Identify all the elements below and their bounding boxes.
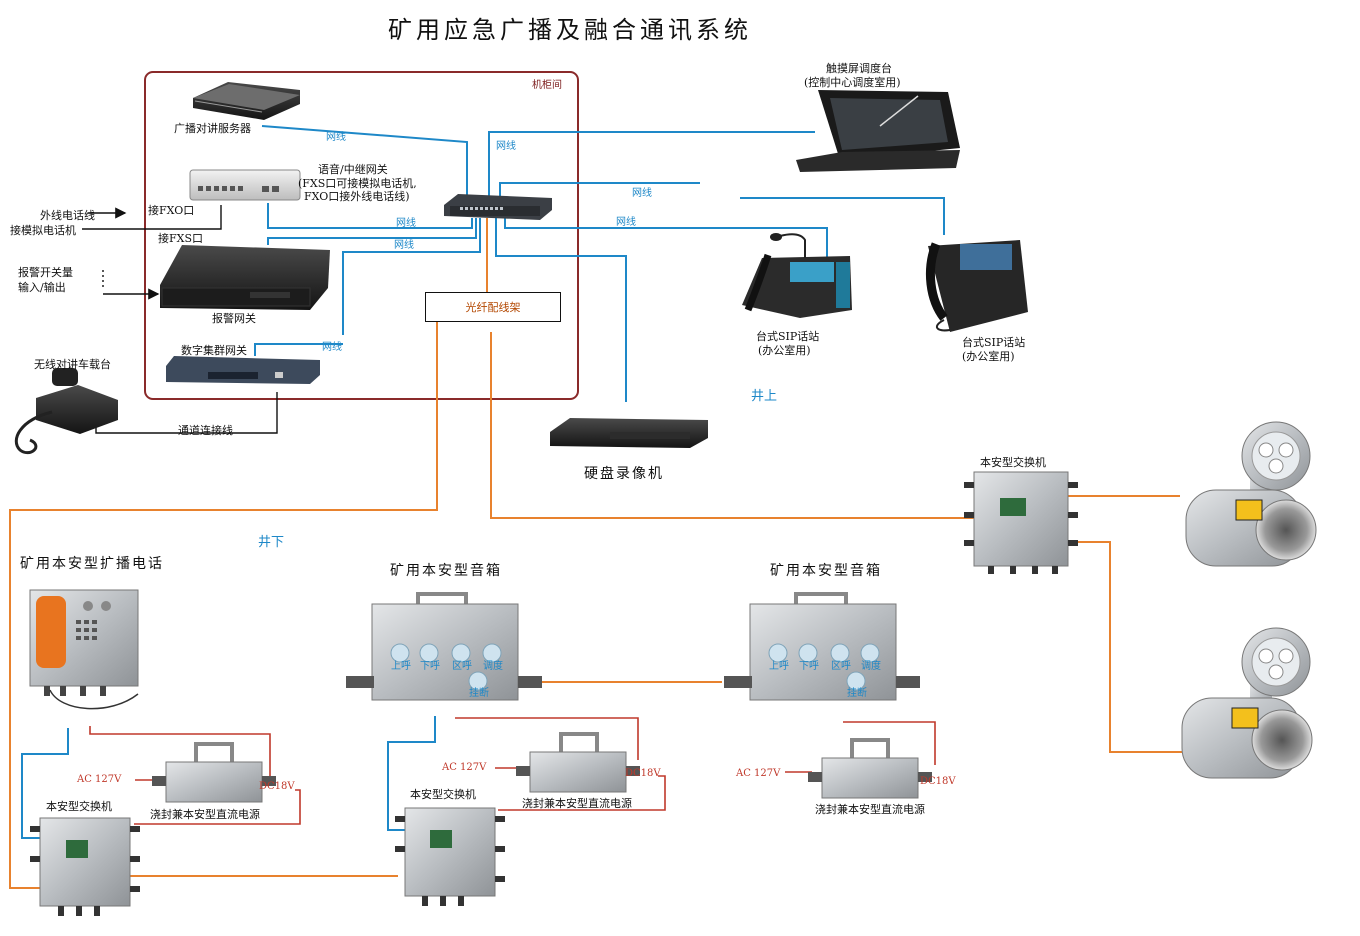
rack-room-label: 机柜间 [532,80,562,91]
zone-below-label: 井下 [258,535,285,550]
spk2-btn-zone: 区呼 [831,661,851,672]
network-label-7: 网线 [322,342,342,353]
bottom-switch-2-label: 本安型交换机 [410,788,476,801]
touch-console-label-1: 触摸屏调度台 [826,62,892,75]
bottom-switch-1-label: 本安型交换机 [46,800,112,813]
spk1-btn-down: 下呼 [420,661,440,672]
alarm-gateway-label: 报警网关 [212,312,256,325]
ac-label-2: AC 127V [442,762,487,773]
dc-label-1: DC18V [259,781,295,792]
voice-gateway-label-2: (FXS口可接模拟电话机, [298,177,417,190]
camera-2-device [1181,627,1313,779]
broadcast-phone-device [29,589,139,710]
spk2-btn-down: 下呼 [799,661,819,672]
sip-phone-1-label-1: 台式SIP话站 [756,330,820,343]
network-label-5: 网线 [396,218,416,229]
spk1-btn-hangup: 挂断 [469,688,489,699]
ac-label-3: AC 127V [736,768,781,779]
bottom-switch-1-device [30,817,140,916]
speaker-1-label: 矿用本安型音箱 [390,563,502,579]
alarm-io-label-1: 报警开关量 [18,266,73,279]
psu-1-device [152,742,276,803]
psu-1-label: 浇封兼本安型直流电源 [150,808,260,821]
network-label-2: 网线 [496,141,516,152]
vehicle-radio-device [14,368,118,455]
psu-2-label: 浇封兼本安型直流电源 [522,797,632,810]
dc-label-2: DC18V [625,768,661,779]
signal-cables [82,205,278,434]
nvr-label: 硬盘录像机 [584,466,664,482]
alarm-io-label-2: 输入/输出 [18,281,66,294]
radio-label: 无线对讲车载台 [34,358,111,371]
top-switch-device [964,471,1078,574]
spk2-btn-up: 上呼 [769,661,789,672]
trunk-gateway-device [166,356,320,384]
spk2-btn-hangup: 挂断 [847,688,867,699]
speaker-2-label: 矿用本安型音箱 [770,563,882,579]
fxs-port-label: 接FXS口 [158,232,203,245]
network-label-4: 网线 [616,217,636,228]
network-label-3: 网线 [632,188,652,199]
nvr-device [550,418,708,448]
fiber-cables [9,218,1185,889]
spk1-btn-dispatch: 调度 [483,661,503,672]
voice-gateway-label-1: 语音/中继网关 [318,163,388,176]
spk1-btn-up: 上呼 [391,661,411,672]
odf-box: 光纤配线架 [425,292,561,322]
network-label-1: 网线 [326,132,346,143]
analog-phone-label: 接模拟电话机 [10,224,76,237]
sip-phone-1-device [742,233,852,318]
camera-1-device [1185,421,1317,567]
voice-gateway-device [189,169,301,201]
zone-above-label: 井上 [751,389,778,404]
touch-console-label-2: (控制中心调度室用) [804,76,901,89]
voice-gateway-label-3: FXO口接外线电话线) [304,190,410,203]
outside-line-label: 外线电话线 [40,209,95,222]
diagram-title: 矿用应急广播及融合通讯系统 [388,16,752,44]
sip-phone-2-device [926,240,1028,332]
sip-phone-2-label-1: 台式SIP话站 [962,336,1026,349]
power-cables [89,717,936,825]
broadcast-server-label: 广播对讲服务器 [174,122,251,135]
broadcast-phone-label: 矿用本安型扩播电话 [20,556,164,572]
sip-phone-2-label-2: (办公室用) [962,350,1015,363]
speaker-2-device [724,592,920,701]
broadcast-server-device [193,82,300,120]
spk1-btn-zone: 区呼 [452,661,472,672]
fxo-port-label: 接FXO口 [148,204,195,217]
rack-room-frame [144,71,579,400]
network-cables [21,125,945,839]
touch-console-device [796,90,960,172]
trunk-gateway-label: 数字集群网关 [181,344,247,357]
speaker-1-device [346,592,542,701]
psu-2-device [516,732,640,793]
psu-3-device [808,738,932,799]
sip-phone-1-label-2: (办公室用) [758,344,811,357]
bottom-switch-2-device [395,807,505,906]
alarm-gateway-device [160,245,330,310]
spk2-btn-dispatch: 调度 [861,661,881,672]
top-switch-label: 本安型交换机 [980,456,1046,469]
ac-label-1: AC 127V [77,774,122,785]
channel-cable-label: 通道连接线 [178,424,233,437]
network-label-6: 网线 [394,240,414,251]
ethernet-switch-device [444,194,552,220]
dc-label-3: DC18V [920,776,956,787]
psu-3-label: 浇封兼本安型直流电源 [815,803,925,816]
